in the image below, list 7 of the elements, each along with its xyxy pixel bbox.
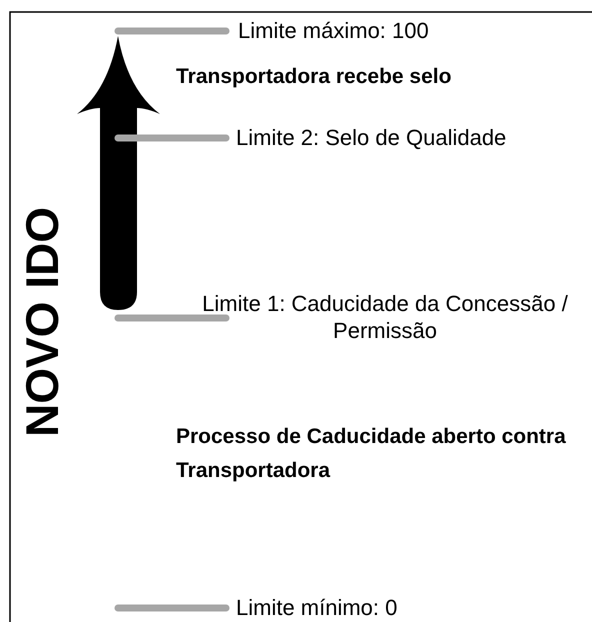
tick-label: Limite 2: Selo de Qualidade [236, 124, 506, 151]
tick-label: Limite mínimo: 0 [236, 594, 398, 621]
tick-label: Limite 1: Caducidade da Concessão / Permissão [201, 290, 569, 344]
axis-title: NOVO IDO [17, 206, 67, 438]
annotation-text: Processo de Caducidade aberto contra Transportadora [176, 424, 567, 484]
tick-label: Limite máximo: 100 [238, 17, 429, 44]
annotation-text: Transportadora recebe selo [176, 64, 452, 90]
